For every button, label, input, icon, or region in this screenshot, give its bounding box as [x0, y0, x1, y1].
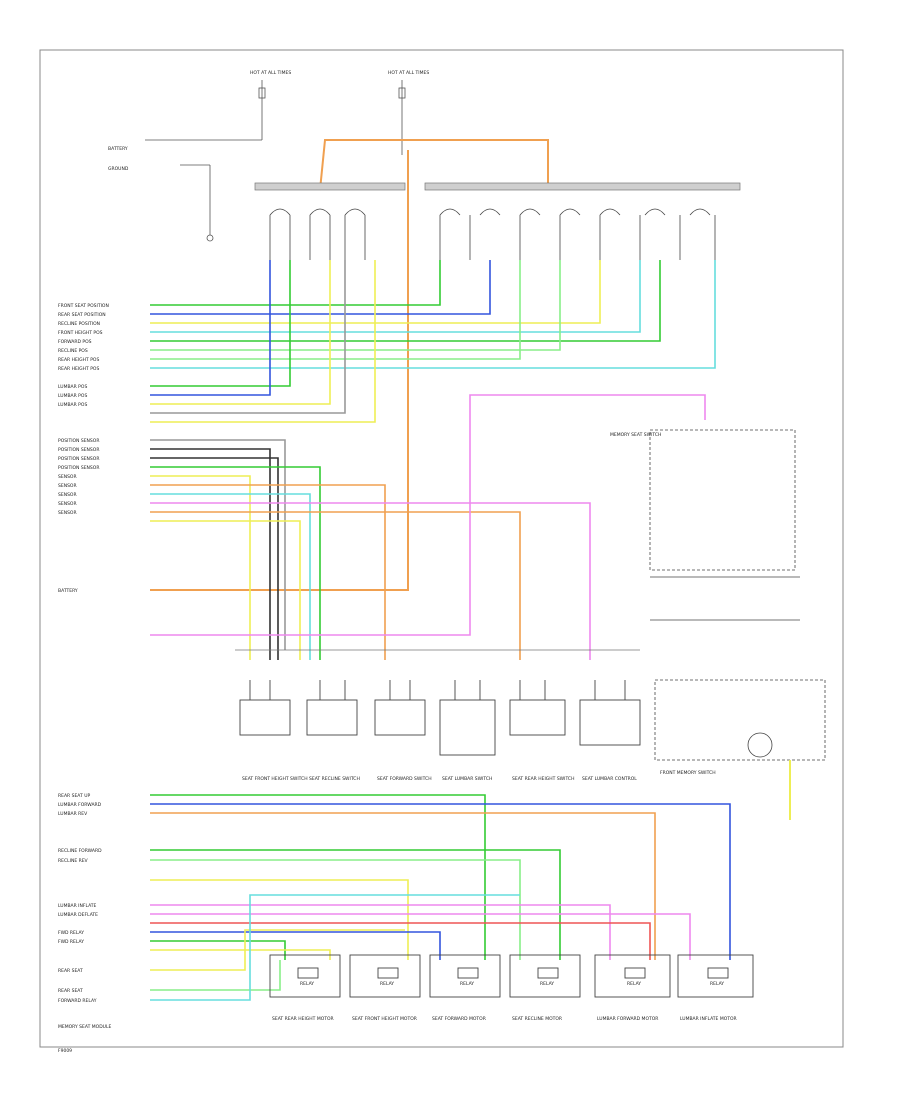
svg-text:RELAY: RELAY	[540, 981, 554, 987]
svg-text:RELAY: RELAY	[300, 981, 314, 987]
mid-switch-captions: SEAT FRONT HEIGHT SWITCH SEAT RECLINE SW…	[242, 776, 637, 782]
mid-switches	[239, 680, 641, 756]
svg-text:SENSOR: SENSOR	[58, 510, 77, 516]
svg-text:SEAT FORWARD SWITCH: SEAT FORWARD SWITCH	[377, 776, 432, 782]
module-note: MEMORY SEAT MODULE	[58, 1024, 111, 1030]
svg-text:POSITION SENSOR: POSITION SENSOR	[58, 465, 99, 471]
svg-text:RECLINE REV: RECLINE REV	[58, 858, 89, 864]
svg-text:POSITION SENSOR: POSITION SENSOR	[58, 447, 99, 453]
svg-text:FORWARD RELAY: FORWARD RELAY	[58, 998, 97, 1004]
svg-text:FORWARD POS: FORWARD POS	[58, 339, 92, 345]
svg-text:RECLINE FORWARD: RECLINE FORWARD	[58, 848, 102, 854]
svg-text:SEAT FRONT HEIGHT MOTOR: SEAT FRONT HEIGHT MOTOR	[352, 1016, 417, 1022]
svg-text:REAR SEAT: REAR SEAT	[58, 988, 83, 994]
left-pin-labels: FRONT SEAT POSITION REAR SEAT POSITION R…	[58, 303, 109, 594]
memory-switch-label: MEMORY SEAT SWITCH	[610, 432, 661, 438]
hot-label-left: HOT AT ALL TIMES	[250, 70, 291, 76]
svg-text:FWD RELAY: FWD RELAY	[58, 939, 84, 945]
svg-text:LUMBAR POS: LUMBAR POS	[58, 402, 87, 408]
svg-text:SENSOR: SENSOR	[58, 492, 77, 498]
power-feeds	[145, 80, 406, 242]
svg-text:SENSOR: SENSOR	[58, 501, 77, 507]
svg-text:SEAT REAR HEIGHT MOTOR: SEAT REAR HEIGHT MOTOR	[272, 1016, 334, 1022]
svg-text:REAR SEAT: REAR SEAT	[58, 968, 83, 974]
svg-text:FWD RELAY: FWD RELAY	[58, 930, 84, 936]
relay-captions: SEAT REAR HEIGHT MOTOR SEAT FRONT HEIGHT…	[272, 1016, 737, 1022]
svg-text:FRONT HEIGHT POS: FRONT HEIGHT POS	[58, 330, 103, 336]
battery-mid-label: BATTERY	[58, 588, 78, 594]
svg-text:LUMBAR FORWARD: LUMBAR FORWARD	[58, 802, 102, 808]
svg-text:REAR HEIGHT POS: REAR HEIGHT POS	[58, 366, 99, 372]
svg-text:REAR SEAT UP: REAR SEAT UP	[58, 793, 91, 799]
front-memory-caption: FRONT MEMORY SWITCH	[660, 770, 716, 776]
svg-text:LUMBAR INFLATE: LUMBAR INFLATE	[58, 903, 97, 909]
svg-text:REAR HEIGHT POS: REAR HEIGHT POS	[58, 357, 99, 363]
lower-harness-wires	[150, 794, 731, 1001]
hot-label-right: HOT AT ALL TIMES	[388, 70, 429, 76]
upper-harness-wires	[150, 260, 716, 660]
memory-switch-module	[649, 429, 826, 820]
svg-text:LUMBAR REV: LUMBAR REV	[58, 811, 88, 817]
svg-text:POSITION SENSOR: POSITION SENSOR	[58, 438, 99, 444]
svg-text:SEAT REAR HEIGHT SWITCH: SEAT REAR HEIGHT SWITCH	[512, 776, 574, 782]
svg-text:LUMBAR FORWARD MOTOR: LUMBAR FORWARD MOTOR	[597, 1016, 658, 1022]
svg-text:POSITION SENSOR: POSITION SENSOR	[58, 456, 99, 462]
svg-text:SENSOR: SENSOR	[58, 483, 77, 489]
svg-text:RELAY: RELAY	[710, 981, 724, 987]
svg-text:SEAT FRONT HEIGHT SWITCH: SEAT FRONT HEIGHT SWITCH	[242, 776, 308, 782]
svg-text:SEAT RECLINE SWITCH: SEAT RECLINE SWITCH	[309, 776, 360, 782]
left-lower-labels: REAR SEAT UP LUMBAR FORWARD LUMBAR REV R…	[58, 793, 102, 1004]
connector-bar-right	[424, 182, 741, 191]
svg-text:LUMBAR POS: LUMBAR POS	[58, 384, 87, 390]
svg-text:RELAY: RELAY	[380, 981, 394, 987]
relay-text: RELAY RELAY RELAY RELAY RELAY RELAY	[300, 981, 724, 987]
ground-label: GROUND	[108, 166, 129, 172]
svg-text:LUMBAR INFLATE MOTOR: LUMBAR INFLATE MOTOR	[680, 1016, 737, 1022]
battery-label: BATTERY	[108, 146, 128, 152]
orange-feed	[150, 139, 549, 591]
upper-switch-contacts	[269, 208, 716, 260]
svg-text:SEAT FORWARD MOTOR: SEAT FORWARD MOTOR	[432, 1016, 486, 1022]
svg-text:RELAY: RELAY	[460, 981, 474, 987]
svg-text:LUMBAR DEFLATE: LUMBAR DEFLATE	[58, 912, 98, 918]
figure-id: F9009	[58, 1048, 72, 1054]
svg-text:SENSOR: SENSOR	[58, 474, 77, 480]
svg-text:RECLINE POS: RECLINE POS	[58, 348, 88, 354]
svg-text:FRONT SEAT POSITION: FRONT SEAT POSITION	[58, 303, 109, 309]
svg-text:RECLINE POSITION: RECLINE POSITION	[58, 321, 100, 327]
svg-text:SEAT LUMBAR CONTROL: SEAT LUMBAR CONTROL	[582, 776, 637, 782]
svg-text:SEAT LUMBAR SWITCH: SEAT LUMBAR SWITCH	[442, 776, 492, 782]
diagram-frame	[39, 49, 844, 1048]
svg-text:REAR SEAT POSITION: REAR SEAT POSITION	[58, 312, 106, 318]
svg-text:SEAT RECLINE MOTOR: SEAT RECLINE MOTOR	[512, 1016, 562, 1022]
svg-text:RELAY: RELAY	[627, 981, 641, 987]
connector-bar-left	[254, 182, 406, 191]
relay-boxes	[269, 954, 754, 998]
svg-text:LUMBAR POS: LUMBAR POS	[58, 393, 87, 399]
